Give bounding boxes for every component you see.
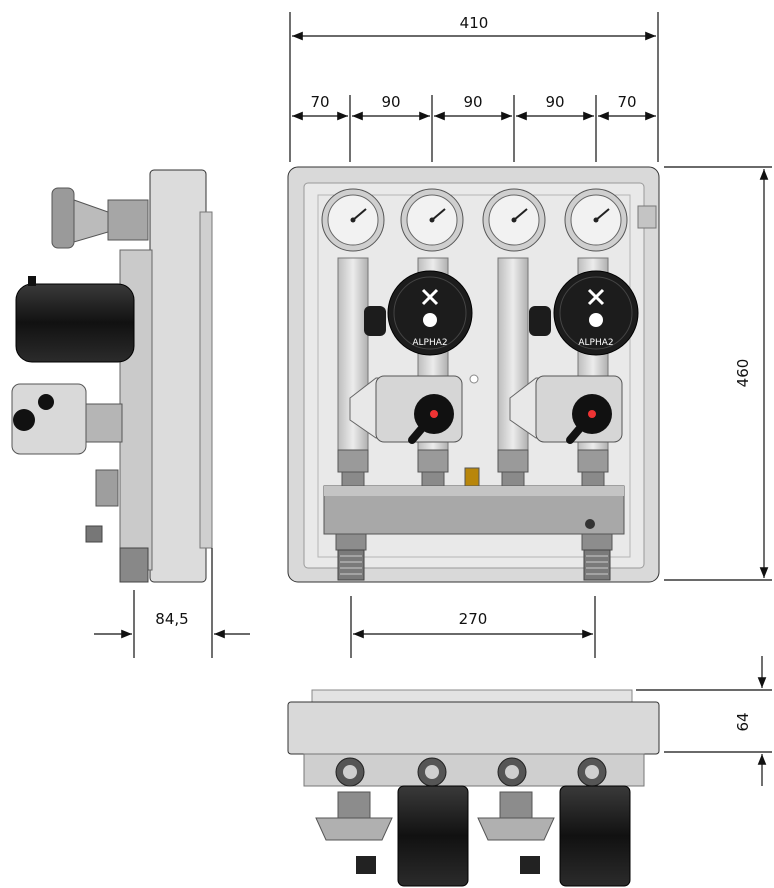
dimension-lines: 410 70 90 90 90 70 460 84,5 270 64 bbox=[94, 12, 772, 786]
side-view bbox=[11, 169, 213, 583]
top-view bbox=[287, 689, 660, 887]
side-pump-motor bbox=[15, 283, 135, 363]
dim-connection-spacing: 270 bbox=[459, 610, 488, 628]
mixing-valve-left bbox=[349, 375, 463, 444]
side-handwheel bbox=[51, 187, 75, 249]
dim-segment-5: 70 bbox=[617, 93, 636, 111]
pump-right: ALPHA2 bbox=[529, 270, 639, 356]
union-nuts bbox=[337, 449, 609, 489]
pump-left-label: ALPHA2 bbox=[412, 338, 447, 348]
front-view: ALPHA2 ALPHA2 bbox=[287, 166, 660, 583]
dim-height: 460 bbox=[734, 359, 752, 388]
dim-segment-1: 70 bbox=[310, 93, 329, 111]
top-valves bbox=[335, 757, 607, 787]
side-housing bbox=[149, 169, 207, 583]
top-housing bbox=[287, 701, 660, 755]
top-pump-motors bbox=[356, 785, 631, 887]
top-handwheels bbox=[315, 791, 555, 841]
gauge-4 bbox=[564, 188, 628, 252]
dim-segment-2: 90 bbox=[381, 93, 400, 111]
dim-top-depth: 64 bbox=[734, 712, 752, 731]
dim-total-width: 410 bbox=[460, 14, 489, 32]
dim-segment-4: 90 bbox=[545, 93, 564, 111]
top-plate bbox=[311, 689, 633, 703]
dim-depth: 84,5 bbox=[155, 610, 188, 628]
gauge-3 bbox=[482, 188, 546, 252]
mixing-valve-right bbox=[509, 375, 623, 444]
gauge-1 bbox=[321, 188, 385, 252]
gauge-2 bbox=[400, 188, 464, 252]
dim-segment-3: 90 bbox=[463, 93, 482, 111]
bottom-connections bbox=[335, 533, 613, 581]
pump-right-label: ALPHA2 bbox=[578, 338, 613, 348]
pump-left: ALPHA2 bbox=[364, 270, 473, 356]
manifold bbox=[323, 485, 625, 535]
